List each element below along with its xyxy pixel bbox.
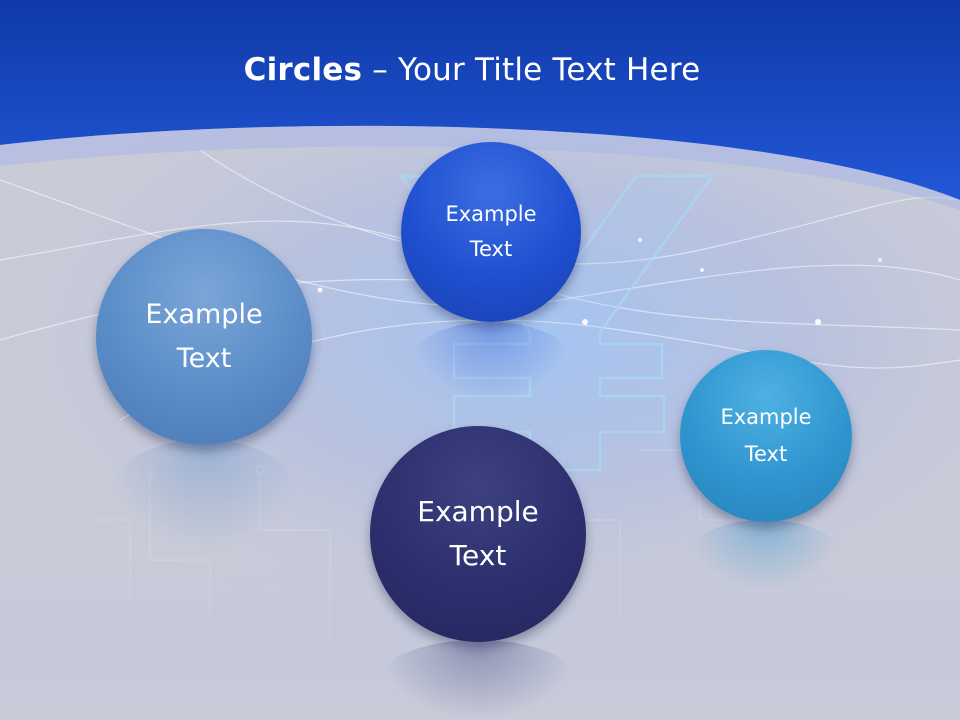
circle-text-line1: Example [145, 299, 263, 330]
circle-text-line2: Text [744, 442, 788, 466]
circle-bottom[interactable]: Example Text [370, 426, 586, 642]
circle-text-line1: Example [445, 202, 537, 226]
title-rest: – Your Title Text Here [362, 52, 701, 88]
circle-text-line2: Text [469, 237, 513, 261]
circle-text-line1: Example [417, 495, 539, 528]
circle-right[interactable]: Example Text [680, 350, 852, 522]
circle-text-line2: Text [449, 539, 507, 572]
slide-title: Circles – Your Title Text Here [0, 52, 944, 88]
circle-text-line1: Example [720, 405, 812, 429]
title-bold: Circles [243, 52, 363, 88]
circle-top[interactable]: Example Text [401, 142, 581, 322]
circle-left[interactable]: Example Text [96, 229, 312, 445]
circle-text-line2: Text [176, 343, 232, 374]
